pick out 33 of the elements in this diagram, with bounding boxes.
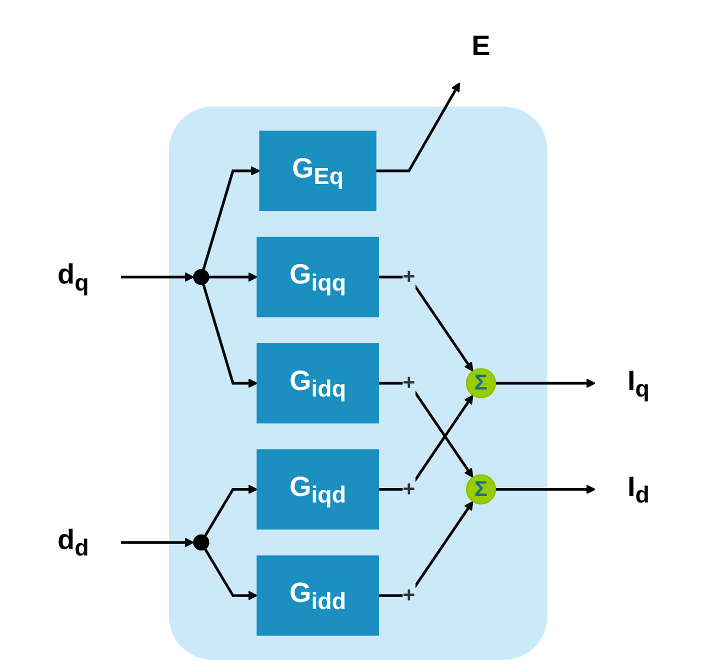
edge-label: + [402,584,416,608]
arrow [378,394,474,491]
edge-label: + [402,371,416,396]
arrow [202,166,260,270]
node-box: G$_{iqq}$ [256,236,379,318]
node-circle: Σ [466,474,496,504]
node-circle [193,268,210,286]
arrow [121,272,194,282]
arrow [378,500,474,597]
arrow [202,284,258,388]
node-circle: Σ [466,368,496,398]
cluster [168,106,548,660]
node-box: G$_{idd}$ [256,555,379,636]
arrow [121,538,194,548]
node-circle [193,534,210,551]
node-text: I$_{d}$ [628,470,650,508]
arrow [208,272,258,282]
arrow [378,276,474,372]
node-box: G$_{Eq}$ [259,130,376,212]
node-text: d$_{q}$ [57,258,89,296]
node-text: E [472,29,490,62]
arrow [496,484,596,494]
node-text: d$_{d}$ [57,523,89,562]
edge-label: + [402,478,416,502]
node-box: G$_{iqd}$ [256,449,379,530]
arrow [376,82,460,172]
arrow [496,378,596,388]
arrow [378,382,474,478]
node-box: G$_{idq}$ [256,343,379,424]
node-text: I$_{q}$ [628,364,650,402]
arrow [204,484,258,537]
arrow [204,548,258,600]
edge-label: + [402,265,416,289]
